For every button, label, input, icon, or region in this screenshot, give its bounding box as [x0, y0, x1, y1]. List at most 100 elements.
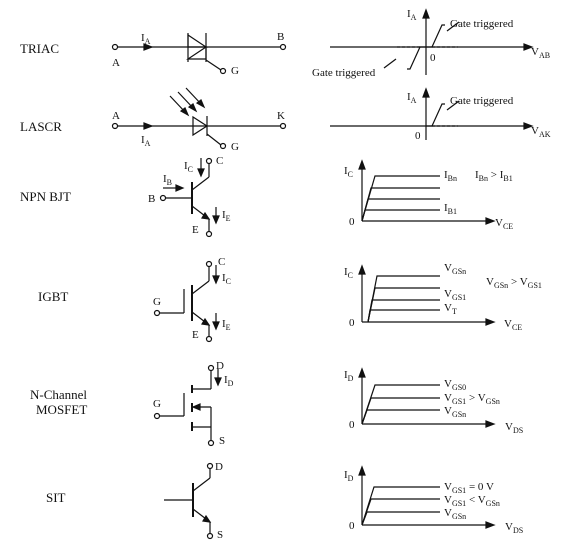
igbt-name: IGBT [38, 289, 68, 304]
terminal-a-dot [111, 43, 119, 51]
igbt-current-ic: IC [222, 272, 231, 286]
triac-row: TRIAC A B G IA IA [20, 8, 550, 79]
npn-terminal-b: B [148, 193, 155, 205]
lascr-symbol [111, 87, 287, 150]
sit-terminal-d: D [215, 461, 223, 473]
triac-annotation-2: Gate triggered [312, 67, 376, 79]
lascr-terminal-a: A [112, 110, 120, 122]
forward-curve [426, 24, 445, 48]
curve-vgsn [361, 409, 440, 425]
mosfet-terminal-g: G [153, 398, 161, 410]
npn-condition: IBn > IB1 [475, 169, 513, 183]
curve-vgs1-a [361, 486, 440, 526]
npn-symbol [159, 157, 220, 238]
npn-current-ib: IB [163, 173, 172, 187]
curve-vt [367, 309, 440, 323]
igbt-current-ie: IE [222, 318, 231, 332]
igbt-curve-label-vgsn: VGSn [444, 262, 466, 276]
npn-y-label: IC [344, 165, 353, 179]
npn-graph [358, 159, 496, 225]
sit-y-label: ID [344, 469, 354, 483]
triac-origin: 0 [430, 52, 436, 64]
sit-name: SIT [46, 490, 66, 505]
sit-symbol [164, 462, 214, 540]
igbt-row: IGBT G C E IC IE [38, 256, 542, 343]
curve-vgs0 [361, 384, 440, 425]
lascr-terminal-g: G [231, 141, 239, 153]
curve-vgsn [361, 511, 440, 526]
triac-annotation-1: Gate triggered [450, 18, 514, 30]
npn-name: NPN BJT [20, 189, 71, 204]
mosfet-name-line2: MOSFET [36, 402, 87, 417]
npn-curve-label-ibn: IBn [444, 169, 457, 183]
triac-graph [330, 8, 534, 75]
mosfet-x-label: VDS [505, 421, 523, 435]
igbt-origin: 0 [349, 317, 355, 329]
lascr-name: LASCR [20, 119, 62, 134]
terminal-b-dot [279, 43, 287, 51]
igbt-y-label: IC [344, 266, 353, 280]
mosfet-curve-label-vgsn: VGSn [444, 405, 466, 419]
sit-curve-label-3: VGSn [444, 507, 466, 521]
sit-row: SIT D S ID VDS 0 VGS1 = 0 V VGS1 < VGSn [46, 461, 523, 541]
lascr-graph [330, 87, 534, 140]
npn-current-ie: IE [222, 209, 231, 223]
mosfet-symbol [153, 364, 222, 447]
npn-curve-label-ib1: IB1 [444, 202, 457, 216]
curve-vgsn [367, 275, 440, 323]
mosfet-curve-label-vgs0: VGS0 [444, 378, 466, 392]
terminal-g-label: G [231, 65, 239, 77]
terminal-a-label: A [112, 57, 120, 69]
sit-x-label: VDS [505, 521, 523, 535]
npn-origin: 0 [349, 216, 355, 228]
mosfet-y-label: ID [344, 369, 354, 383]
terminal-b-label: B [277, 31, 284, 43]
curve-vgs1 [361, 397, 440, 425]
reverse-curve [407, 46, 426, 70]
sit-curve-label-2: VGS1 < VGSn [444, 494, 500, 508]
curve-vgs1 [367, 299, 440, 323]
sit-curve-label-1: VGS1 = 0 V [444, 481, 494, 495]
current-label: IA [141, 32, 151, 46]
lascr-y-label: IA [407, 91, 417, 105]
mosfet-terminal-s: S [219, 435, 225, 447]
npn-x-label: VCE [495, 217, 513, 231]
mosfet-origin: 0 [349, 419, 355, 431]
sit-origin: 0 [349, 520, 355, 532]
npn-bjt-row: NPN BJT B C E IB IC IE [20, 155, 513, 238]
lascr-origin: 0 [415, 130, 421, 142]
lascr-x-label: VAK [531, 125, 551, 139]
sit-terminal-s: S [217, 529, 223, 541]
mosfet-curve-label-vgs1: VGS1 > VGSn [444, 392, 500, 406]
npn-current-ic: IC [184, 160, 193, 174]
mosfet-graph [358, 367, 496, 428]
npn-terminal-e: E [192, 224, 199, 236]
igbt-terminal-c: C [218, 256, 225, 268]
mosfet-row: N-Channel MOSFET G D S ID [30, 360, 523, 447]
lascr-row: LASCR A K G IA [20, 87, 551, 153]
igbt-terminal-g: G [153, 296, 161, 308]
lascr-terminal-k: K [277, 110, 285, 122]
npn-terminal-c: C [216, 155, 223, 167]
triac-y-label: IA [407, 8, 417, 22]
triac-name: TRIAC [20, 41, 59, 56]
igbt-symbol [153, 260, 220, 343]
igbt-condition: VGSn > VGS1 [486, 276, 542, 290]
mosfet-name-line1: N-Channel [30, 387, 87, 402]
mosfet-terminal-d: D [216, 360, 224, 372]
igbt-graph [358, 264, 496, 326]
lascr-annotation: Gate triggered [450, 95, 514, 107]
triac-symbol [111, 33, 287, 75]
lascr-current: IA [141, 134, 151, 148]
current-arrow [143, 43, 154, 51]
igbt-curve-label-vgs1: VGS1 [444, 288, 466, 302]
igbt-x-label: VCE [504, 318, 522, 332]
igbt-curve-label-vt: VT [444, 302, 457, 316]
igbt-terminal-e: E [192, 329, 199, 341]
mosfet-current-id: ID [224, 374, 234, 388]
sit-graph [358, 465, 496, 529]
triac-x-label: VAB [531, 46, 550, 60]
gate-dot [219, 67, 227, 75]
curve-ib1 [361, 209, 440, 222]
